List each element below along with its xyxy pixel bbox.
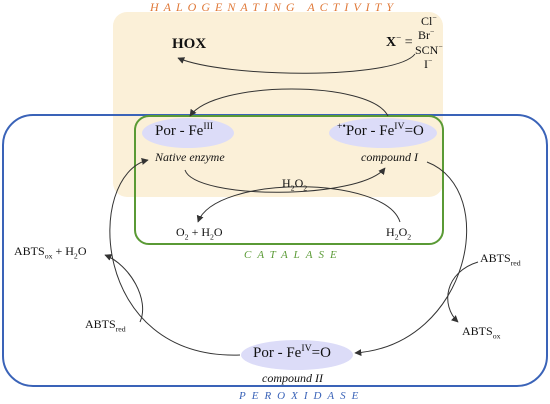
catalase-box xyxy=(134,115,444,245)
abts-ox-right-label: ABTSox xyxy=(462,324,501,341)
compound-i-node xyxy=(329,118,437,148)
compound-i-caption: compound I xyxy=(361,150,418,164)
arrow-abts-red-left xyxy=(104,254,144,323)
arrow-compound-i-to-compound-ii xyxy=(354,161,468,357)
x-symbol: X xyxy=(386,35,397,50)
arrow-x-to-hox xyxy=(177,53,416,74)
native-enzyme-formula: Por - FeIII xyxy=(155,121,214,139)
compound-ii-formula: Por - FeIV=O xyxy=(253,343,331,361)
ion-i: I− xyxy=(424,56,433,71)
native-enzyme-caption: Native enzyme xyxy=(155,150,225,164)
catalase-h2o2-top: H2O2 xyxy=(282,176,308,193)
halogenating-title: HALOGENATING ACTIVITY xyxy=(150,0,399,14)
abts-red-left-label: ABTSred xyxy=(85,317,126,334)
compound-ii-node xyxy=(241,340,353,370)
ion-cl: Cl− xyxy=(421,13,437,28)
ion-br: Br− xyxy=(418,27,435,42)
catalase-o2-h2o: O2 + H2O xyxy=(176,225,223,242)
compound-ii-caption: compound II xyxy=(262,371,323,385)
abts-red-right-label: ABTSred xyxy=(480,251,521,268)
arrow-compound-i-to-native-catalase xyxy=(196,186,401,223)
hox-label: HOX xyxy=(172,36,207,52)
abts-ox-h2o-label: ABTSox + H2O xyxy=(14,244,87,261)
catalase-title: CATALASE xyxy=(244,249,343,261)
ion-scn: SCN− xyxy=(415,42,443,57)
arrow-compound-ii-to-native xyxy=(109,158,241,356)
equals-sign: = xyxy=(404,35,413,50)
arrow-compound-i-to-native xyxy=(189,88,389,117)
compound-i-formula: +•Por - FeIV=O xyxy=(337,121,424,139)
arrow-abts-red-right xyxy=(447,261,479,323)
x-charge: − xyxy=(396,32,402,43)
halogenating-region xyxy=(113,12,443,197)
catalase-h2o2-right: H2O2 xyxy=(386,225,412,242)
arrow-native-to-compound-i xyxy=(184,167,386,193)
peroxidase-title: PEROXIDASE xyxy=(239,390,365,402)
native-enzyme-node xyxy=(142,118,234,148)
x-equals-label: X− = xyxy=(386,33,413,50)
